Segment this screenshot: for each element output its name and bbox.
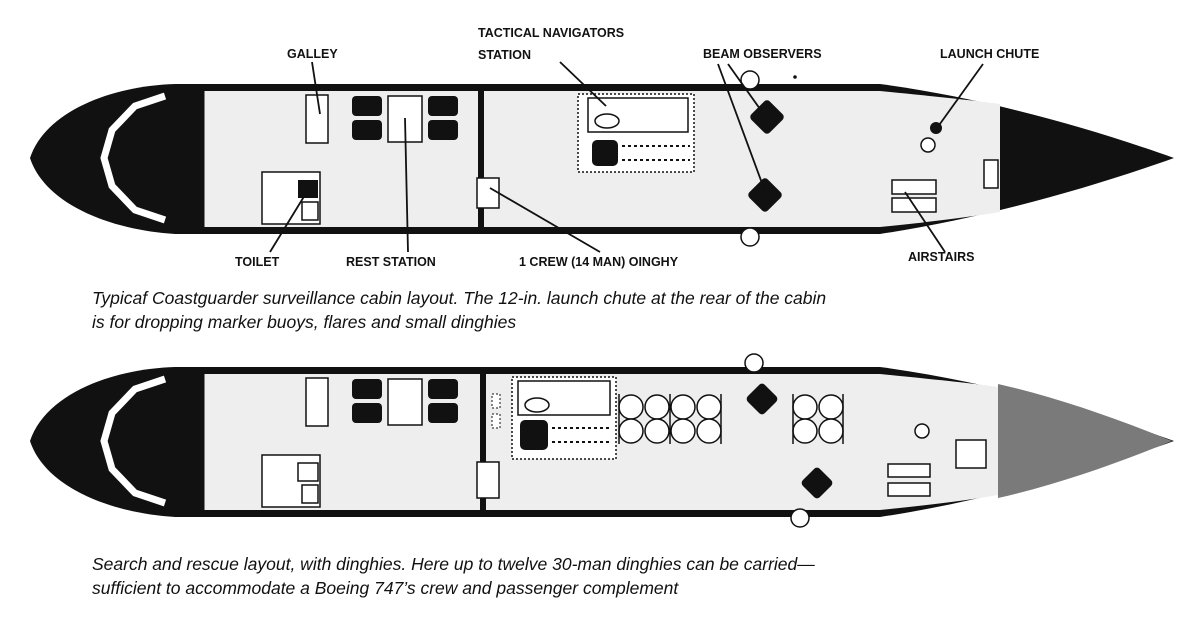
rest-station-label: REST STATION [346, 255, 436, 269]
launch-chute-label: LAUNCH CHUTE [940, 47, 1039, 61]
surveillance-caption-line2: is for dropping marker buoys, flares and… [92, 312, 517, 332]
toilet-label: TOILET [235, 255, 280, 269]
tail-cone-2 [998, 384, 1172, 498]
cockpit-windshield-2 [100, 375, 167, 507]
door-1 [476, 177, 500, 209]
rescue-caption: Search and rescue layout, with dinghies.… [92, 552, 815, 600]
tactical-station-label: STATION [478, 48, 531, 62]
galley-label: GALLEY [287, 47, 338, 61]
dinghy-label: 1 CREW (14 MAN) OINGHY [519, 255, 679, 269]
tactical-navigators-label: TACTICAL NAVIGATORS [478, 26, 624, 40]
galley-unit [305, 94, 329, 144]
beam-observers-label: BEAM OBSERVERS [703, 47, 822, 61]
rescue-caption-line2: sufficient to accommodate a Boeing 747’s… [92, 578, 679, 598]
dinghy-stowage [618, 394, 844, 444]
airstairs-label: AIRSTAIRS [908, 250, 974, 264]
surveillance-layout: GALLEY TACTICAL NAVIGATORS STATION BEAM … [30, 26, 1174, 269]
cockpit-windshield-1 [100, 92, 167, 224]
rescue-caption-line1: Search and rescue layout, with dinghies.… [92, 554, 815, 574]
surveillance-caption: Typicaf Coastguarder surveillance cabin … [92, 286, 826, 334]
airstairs [891, 179, 937, 195]
search-rescue-layout [30, 353, 1174, 528]
rest-station-seats [352, 96, 458, 140]
surveillance-caption-line1: Typicaf Coastguarder surveillance cabin … [92, 288, 827, 308]
